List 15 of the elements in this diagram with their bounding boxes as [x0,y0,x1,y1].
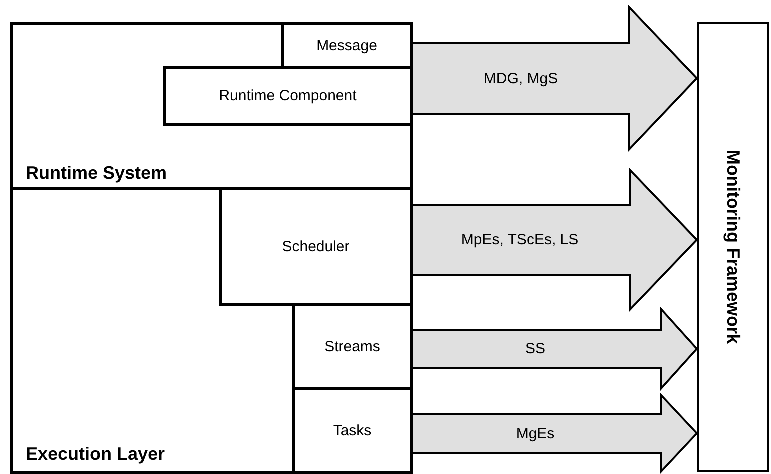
block-arrow [412,4,698,152]
framework-box [697,22,769,472]
vertical-title: Monitoring Framework [722,150,744,344]
component-box [163,66,410,126]
box-label: Tasks [333,422,372,439]
box-label: Message [316,37,378,54]
component-box [219,190,410,306]
system-panel [10,22,413,190]
box-label: Streams [324,338,380,355]
box-label: Runtime Component [219,88,357,104]
box-label: Scheduler [282,238,350,255]
panel-title: Runtime System [26,163,168,184]
component-box [292,306,410,390]
panel-title: Execution Layer [26,444,166,465]
layer-panel [10,187,413,474]
